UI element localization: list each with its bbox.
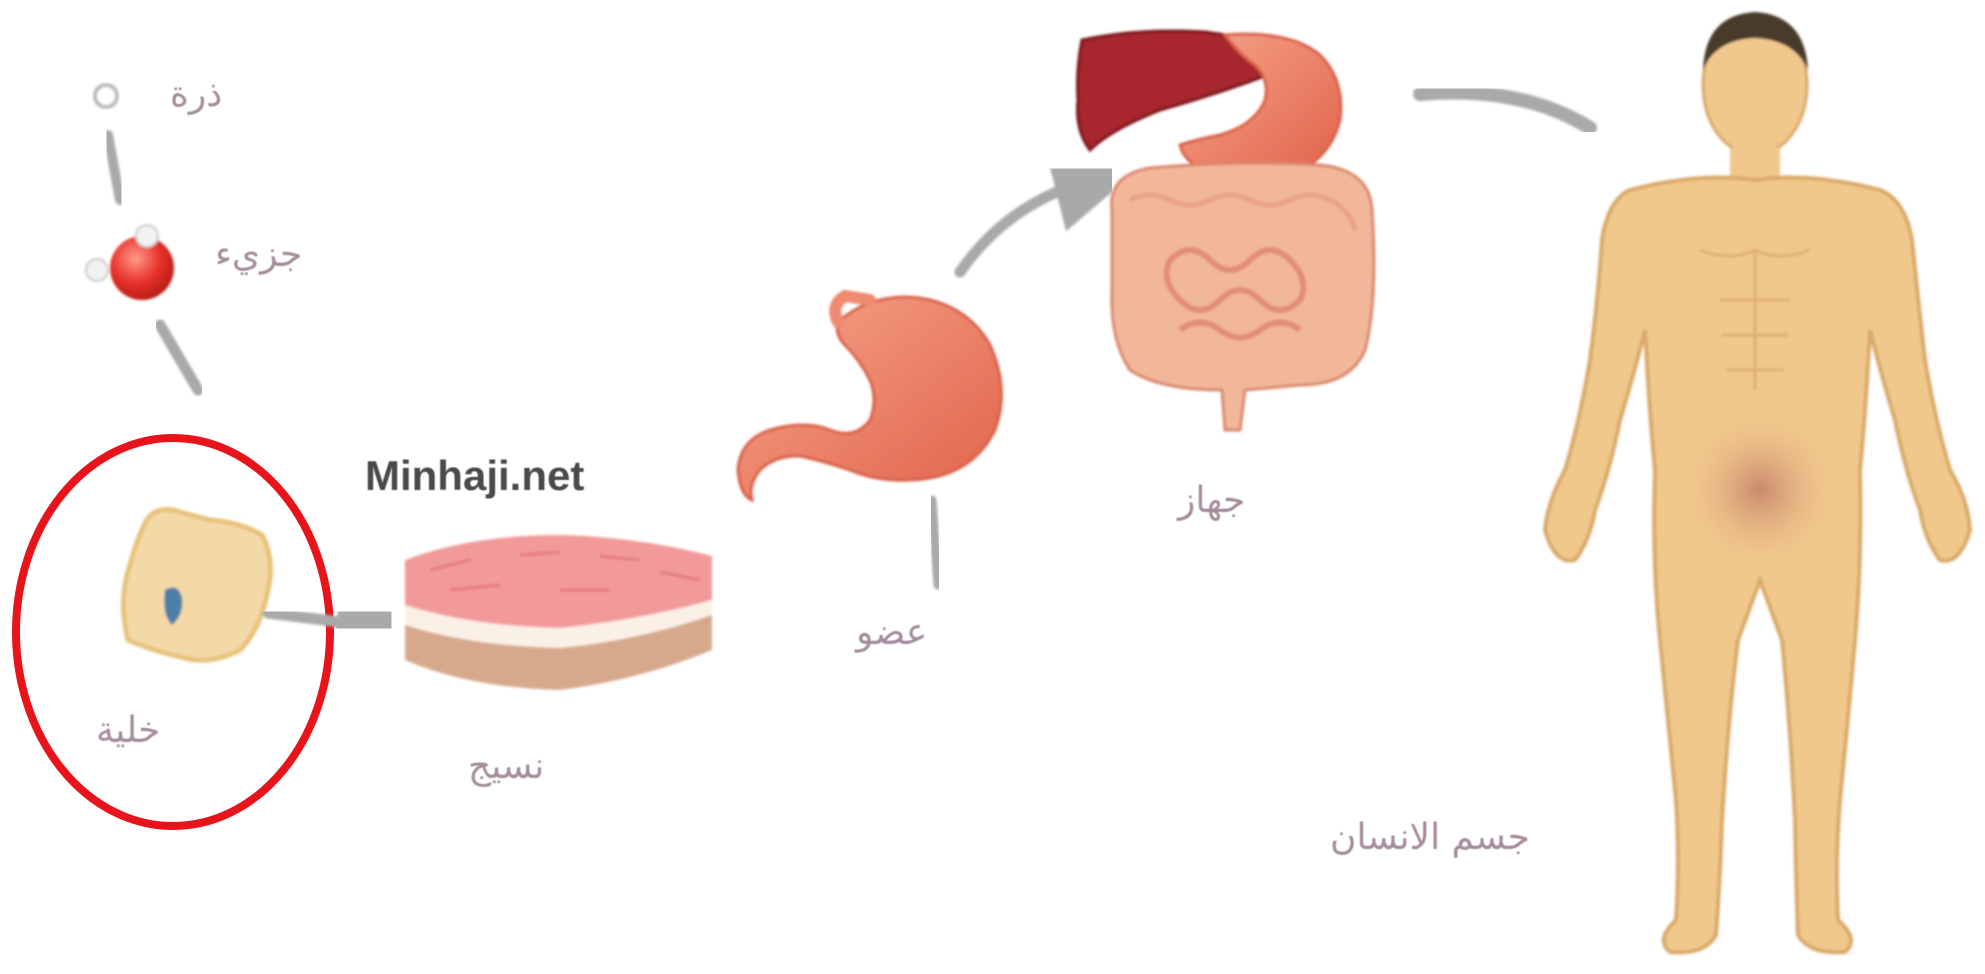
arrow-cell-to-tissue — [268, 613, 380, 627]
arrow-atom-to-molecule — [108, 135, 120, 200]
arrow-molecule-to-cell — [160, 325, 198, 390]
molecule-icon — [86, 225, 174, 300]
stomach-icon — [738, 296, 1001, 500]
tissue-label: نسيج — [468, 746, 544, 787]
atom-label: ذرة — [170, 74, 222, 115]
cell-label: خلية — [96, 710, 160, 751]
organ-label: عضو — [856, 612, 927, 653]
atom-icon — [95, 85, 117, 107]
watermark-text: Minhaji.net — [365, 452, 584, 500]
digestive-system-icon — [1078, 31, 1374, 430]
system-label: جهاز — [1178, 480, 1245, 521]
cell-icon — [123, 510, 270, 661]
molecule-label: جزيء — [215, 234, 302, 275]
arrow-organ-to-system — [960, 178, 1098, 272]
human-body-label: جسم الانسان — [1330, 817, 1530, 858]
tissue-icon — [405, 535, 712, 690]
arrow-system-to-body — [1420, 92, 1590, 128]
human-body-icon — [1545, 12, 1970, 952]
arrow-organ-pointer — [932, 500, 938, 585]
